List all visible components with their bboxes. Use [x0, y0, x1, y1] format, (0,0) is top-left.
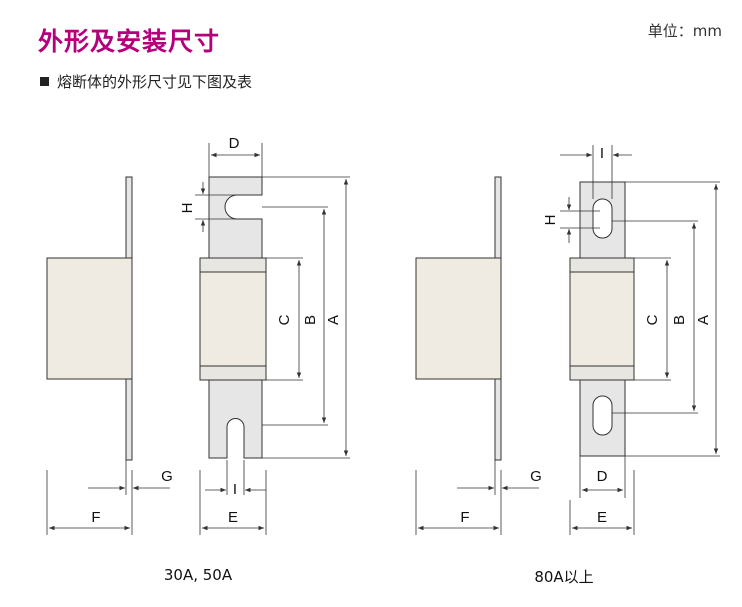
label-f-right: F	[460, 509, 469, 526]
label-e-left: E	[228, 509, 238, 526]
right-front-view	[569, 181, 635, 457]
left-body-cap-top	[199, 257, 267, 273]
right-side-body	[415, 257, 502, 380]
label-c-right: C	[644, 314, 661, 325]
subtitle-line: 熔断体的外形尺寸见下图及表	[40, 71, 252, 92]
square-bullet-icon	[40, 77, 49, 86]
right-bottom-slot	[592, 395, 613, 436]
left-body-cap-bottom	[199, 365, 267, 381]
label-f-left: F	[91, 509, 100, 526]
caption-right: 80A以上	[534, 568, 594, 586]
right-top-slot	[592, 198, 613, 239]
right-body-cap-bottom	[569, 365, 635, 381]
label-g-right: G	[530, 468, 542, 485]
section-title: 外形及安装尺寸	[38, 27, 221, 56]
right-dimensions	[415, 145, 720, 535]
left-side-view	[46, 176, 133, 461]
left-front-view	[199, 176, 267, 459]
label-a-left: A	[325, 315, 342, 325]
label-d-left: D	[229, 135, 240, 152]
label-i-left: I	[233, 481, 237, 498]
subtitle-text: 熔断体的外形尺寸见下图及表	[57, 73, 253, 91]
left-dimensions	[46, 143, 350, 535]
left-body	[199, 271, 267, 369]
left-side-blade-bottom	[125, 378, 133, 461]
label-i-right: I	[600, 145, 604, 162]
right-side-blade	[494, 176, 502, 259]
label-b-left: B	[302, 315, 319, 325]
right-body	[569, 271, 635, 369]
left-side-blade	[125, 176, 133, 259]
right-body-cap-top	[569, 257, 635, 273]
left-bottom-blade	[208, 379, 263, 459]
label-b-right: B	[671, 315, 688, 325]
label-h-left: H	[179, 203, 196, 214]
label-d-right: D	[597, 468, 608, 485]
right-side-blade-bottom	[494, 378, 502, 461]
left-side-body	[46, 257, 133, 380]
label-c-left: C	[276, 314, 293, 325]
left-top-blade	[208, 176, 263, 259]
unit-label: 单位：mm	[647, 22, 722, 40]
label-a-right: A	[695, 315, 712, 325]
label-e-right: E	[597, 509, 607, 526]
label-h-right: H	[542, 215, 559, 226]
right-side-view	[415, 176, 502, 461]
label-g-left: G	[161, 468, 173, 485]
caption-left: 30A, 50A	[163, 566, 233, 584]
